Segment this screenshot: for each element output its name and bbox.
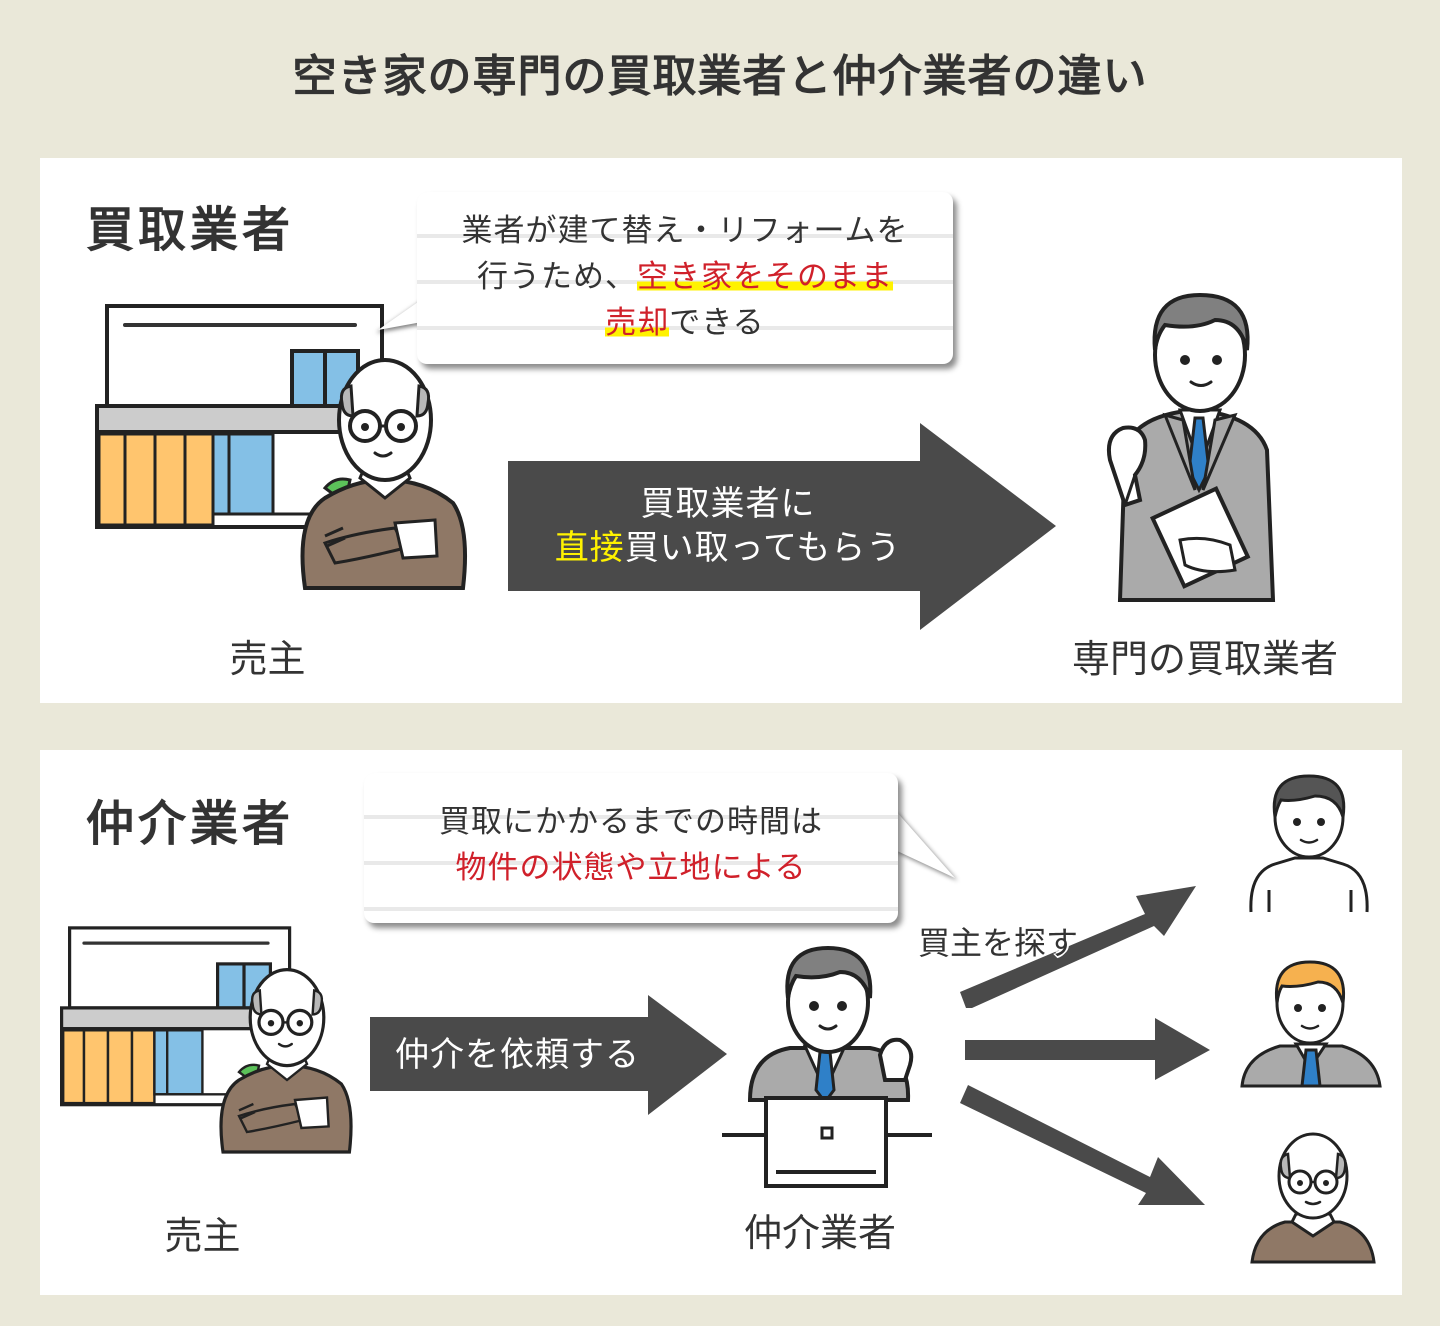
bubble-text: 行うため、 xyxy=(477,259,637,295)
bubble-line-2: 行うため、空き家をそのまま xyxy=(417,254,953,300)
seller-label: 売主 xyxy=(164,1214,241,1258)
house-icon xyxy=(60,926,300,1107)
highlighted-text: 直接 xyxy=(554,528,625,568)
elderly-seller-icon xyxy=(219,968,353,1154)
arrow-line-2: 直接買い取ってもらう xyxy=(508,526,948,570)
direct-purchase-text: 買取業者に 直接買い取ってもらう xyxy=(508,482,948,570)
highlighted-text: 空き家をそのまま xyxy=(637,259,893,295)
broker-speech-bubble: 買取にかかるまでの時間は 物件の状態や立地による xyxy=(364,773,898,923)
direct-purchase-arrow xyxy=(508,423,1056,630)
young-businessman-buyer-icon xyxy=(1240,960,1382,1088)
bubble-text: できる xyxy=(669,305,765,341)
broker-icon xyxy=(722,945,932,1188)
buyer-arrow-down xyxy=(960,1085,1205,1205)
bubble-line-1: 買取にかかるまでの時間は xyxy=(439,804,823,840)
buyer-speech-bubble: 業者が建て替え・リフォームを 行うため、空き家をそのまま 売却できる xyxy=(417,192,953,364)
request-brokerage-arrow xyxy=(370,995,727,1115)
bubble-tail xyxy=(895,810,955,878)
broker-section-heading: 仲介業者 xyxy=(86,796,295,852)
elderly-seller-icon xyxy=(300,358,468,590)
seller-label: 売主 xyxy=(229,637,306,681)
businessman-icon xyxy=(1106,292,1276,602)
buyer-section-heading: 買取業者 xyxy=(86,202,295,258)
buyer-arrow-straight xyxy=(965,1018,1210,1080)
buyer-arrow-up xyxy=(960,886,1196,1008)
elderly-buyer-icon xyxy=(1250,1132,1376,1264)
casual-buyer-icon xyxy=(1249,774,1369,913)
arrow-line-1: 買取業者に xyxy=(640,484,816,524)
request-brokerage-text: 仲介を依頼する xyxy=(395,1035,640,1075)
search-buyers-label: 買主を探す xyxy=(918,924,1079,962)
broker-label: 仲介業者 xyxy=(743,1211,896,1255)
arrow-text: 買い取ってもらう xyxy=(624,528,902,568)
highlighted-text: 売却 xyxy=(605,305,670,341)
bubble-line-3: 売却できる xyxy=(417,300,953,346)
dealer-label: 専門の買取業者 xyxy=(1071,637,1338,681)
bubble-line-1: 業者が建て替え・リフォームを xyxy=(461,213,909,249)
page-title: 空き家の専門の買取業者と仲介業者の違い xyxy=(292,51,1148,102)
highlighted-text: 物件の状態や立地による xyxy=(455,850,807,886)
